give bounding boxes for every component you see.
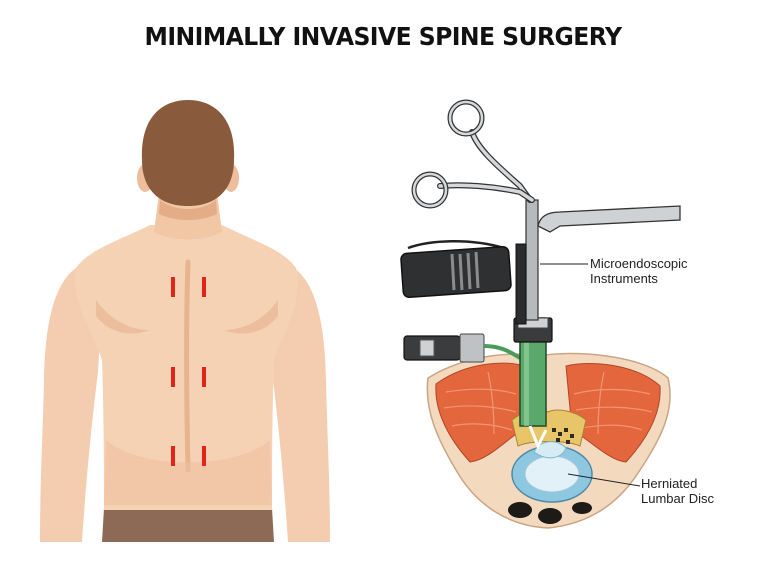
muscle-fibers: [443, 371, 653, 435]
head-hair: [141, 100, 235, 206]
foramen-right: [538, 508, 562, 524]
instruments-label: Microendoscopic Instruments: [590, 256, 688, 286]
disc-label-line2: Lumbar Disc: [641, 491, 714, 506]
herniation: [533, 441, 567, 459]
scope-shaft: [525, 199, 539, 321]
back-figure: [40, 100, 330, 542]
foramen-left: [508, 502, 532, 518]
connector-clamp: [459, 333, 485, 363]
endoscope-camera: [400, 245, 512, 299]
disc-label-line1: Herniated: [641, 476, 698, 491]
page-title: MINIMALLY INVASIVE SPINE SURGERY: [144, 22, 622, 51]
microendoscopic-instruments: [400, 99, 681, 450]
incision-marks: [171, 277, 206, 466]
probe-handle: [537, 205, 681, 233]
foramen-mid: [572, 502, 592, 514]
right-arm: [268, 268, 330, 542]
neck-shade: [159, 200, 217, 220]
spine-cross-section: [426, 352, 671, 529]
bone-fragments: [552, 428, 574, 444]
camera-grip-rings: [450, 251, 480, 291]
instruments-label-line1: Microendoscopic: [590, 256, 688, 271]
muscle-right: [565, 362, 661, 463]
disc-leader-line: [567, 473, 641, 487]
camera-cable: [407, 240, 505, 250]
disc-label: Herniated Lumbar Disc: [641, 476, 714, 506]
shorts: [102, 508, 274, 542]
scope-dark-shaft: [515, 243, 527, 325]
instruments-label-line2: Instruments: [590, 271, 658, 286]
tube-highlight: [524, 318, 529, 426]
muscle-left: [435, 362, 525, 463]
shoulder-shade-left: [96, 300, 150, 334]
left-arm: [40, 268, 102, 542]
forceps-ring-upper-fill: [448, 100, 484, 136]
instrument-tip: [528, 425, 548, 450]
spine-groove: [184, 259, 191, 473]
lower-back-shade: [104, 440, 272, 505]
connector-band: [419, 339, 435, 357]
light-cable: [483, 344, 522, 360]
forceps-arm-upper-fill: [470, 130, 532, 202]
shoulder-shade-right: [224, 300, 278, 334]
forceps-ring-lower-fill: [412, 172, 448, 208]
